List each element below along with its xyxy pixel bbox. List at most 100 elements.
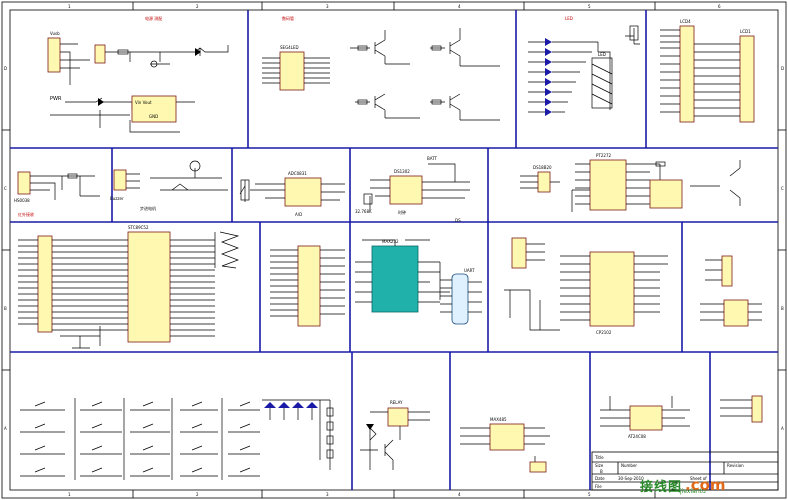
section-title-power: 电源 测配 bbox=[145, 15, 162, 21]
tb-size-val: B bbox=[600, 469, 603, 474]
led-label: LED bbox=[598, 52, 606, 57]
crystal-icon bbox=[363, 193, 373, 205]
tb-date-val: 30-Sep-2010 bbox=[618, 476, 644, 481]
power-connector-label: Vusb bbox=[50, 31, 60, 36]
power-wires bbox=[60, 43, 229, 85]
conn-right-a bbox=[751, 395, 763, 423]
watermark-com: .com bbox=[685, 476, 726, 494]
isp-header bbox=[723, 299, 749, 327]
col-label: 6 bbox=[718, 4, 721, 9]
col-label: 5 bbox=[588, 492, 591, 497]
adc-chip bbox=[284, 177, 322, 207]
lcd-header-2 bbox=[739, 35, 755, 123]
motor-label: 步进电机 bbox=[140, 205, 156, 211]
rtc-title: 时钟 bbox=[398, 209, 406, 215]
ds18b20-label: DS18B20 bbox=[533, 165, 552, 170]
conn-right-a-wires bbox=[720, 399, 752, 417]
col-label: 4 bbox=[458, 4, 461, 9]
ds-title: DS bbox=[455, 218, 461, 223]
rtc-chip bbox=[389, 175, 423, 205]
lcd-wires bbox=[625, 28, 740, 117]
watermark: 接线图 .com jiexiantu bbox=[640, 472, 785, 498]
col-label: 1 bbox=[68, 492, 71, 497]
tb-title: Title bbox=[594, 455, 604, 460]
row-label: D bbox=[781, 66, 784, 71]
voltage-regulator bbox=[131, 95, 177, 123]
pt2272-label: PT2272 bbox=[596, 153, 611, 158]
col-label: 2 bbox=[196, 492, 199, 497]
ds18b20-sensor bbox=[537, 171, 551, 193]
col-label: 5 bbox=[588, 4, 591, 9]
power-jack bbox=[94, 44, 106, 64]
header-pins-right bbox=[721, 255, 733, 287]
mcu-pin-wires bbox=[18, 231, 240, 349]
adc-label: ADC0831 bbox=[288, 171, 307, 176]
pt2272-wires bbox=[575, 160, 741, 206]
tb-size: Size bbox=[595, 463, 604, 468]
buzzer-connector bbox=[113, 169, 127, 191]
adc-wires bbox=[239, 180, 345, 202]
section-title-led: LED bbox=[565, 16, 573, 21]
power-led-icon bbox=[195, 48, 201, 56]
tb-revision: Revision bbox=[727, 463, 744, 468]
rtc-label: DS1302 bbox=[394, 169, 410, 174]
watermark-url: jiexiantu bbox=[680, 488, 706, 495]
row-label: C bbox=[781, 186, 784, 191]
isp-wires bbox=[700, 259, 762, 321]
col-label: 1 bbox=[68, 4, 71, 9]
power-switch-label: PWR bbox=[50, 96, 62, 102]
tb-sheet: Sheet of bbox=[690, 476, 707, 481]
section-title-ir: 红外接收 bbox=[18, 211, 34, 217]
max232-chip bbox=[371, 245, 419, 313]
max232-label: MAX232 bbox=[382, 239, 399, 244]
ir-resistor bbox=[67, 173, 78, 179]
contrast-pot bbox=[629, 25, 639, 41]
row-label: B bbox=[781, 306, 784, 311]
mcu-chip bbox=[127, 231, 171, 343]
relay-wires bbox=[360, 411, 430, 470]
cp2102-wires bbox=[504, 243, 668, 331]
mcu-port-header bbox=[37, 235, 53, 333]
tb-number: Number bbox=[621, 463, 637, 468]
tb-file: File bbox=[595, 484, 602, 489]
tb-date: Date bbox=[595, 476, 605, 481]
lcd-header bbox=[679, 25, 695, 123]
battery-label: BATT bbox=[427, 156, 438, 161]
header-j2 bbox=[297, 245, 321, 327]
diode-icon bbox=[98, 98, 104, 106]
seg-wires bbox=[262, 57, 330, 84]
lcd-header-label: LCD4 bbox=[680, 19, 691, 24]
row-label: B bbox=[4, 306, 7, 311]
pt2272-chip bbox=[589, 159, 627, 211]
rs485-connector bbox=[529, 461, 547, 473]
max232-wires bbox=[355, 239, 450, 303]
led-array bbox=[528, 38, 613, 116]
buzzer-wires bbox=[126, 168, 228, 191]
max485-chip bbox=[489, 423, 525, 451]
max485-wires bbox=[460, 427, 550, 462]
buzzer-icon bbox=[189, 160, 201, 172]
power-resistor bbox=[117, 49, 129, 55]
uart-connector bbox=[451, 273, 469, 325]
seg-resistor bbox=[431, 45, 442, 51]
seg-chip-label: SEG4LED bbox=[280, 45, 299, 50]
section-dividers bbox=[10, 10, 778, 490]
title-block bbox=[591, 451, 779, 491]
ds18b20-wires bbox=[520, 175, 590, 212]
col-label: 4 bbox=[458, 492, 461, 497]
row-label: A bbox=[781, 426, 784, 431]
cp2102-chip bbox=[589, 251, 635, 327]
seg-resistor bbox=[431, 99, 442, 105]
seg-resistor bbox=[357, 99, 368, 105]
header-j2-wires bbox=[270, 249, 345, 317]
at24c-wires bbox=[600, 396, 690, 427]
relay-diode-icon bbox=[366, 424, 374, 430]
regulator-pins: Vin Vout bbox=[135, 100, 152, 105]
section-title-seg: 数码管 bbox=[282, 15, 294, 21]
crystal-label: 32.768K bbox=[355, 209, 372, 214]
rtc-wires bbox=[369, 163, 470, 210]
usb-connector bbox=[511, 237, 527, 269]
uart-label: UART bbox=[464, 268, 475, 273]
